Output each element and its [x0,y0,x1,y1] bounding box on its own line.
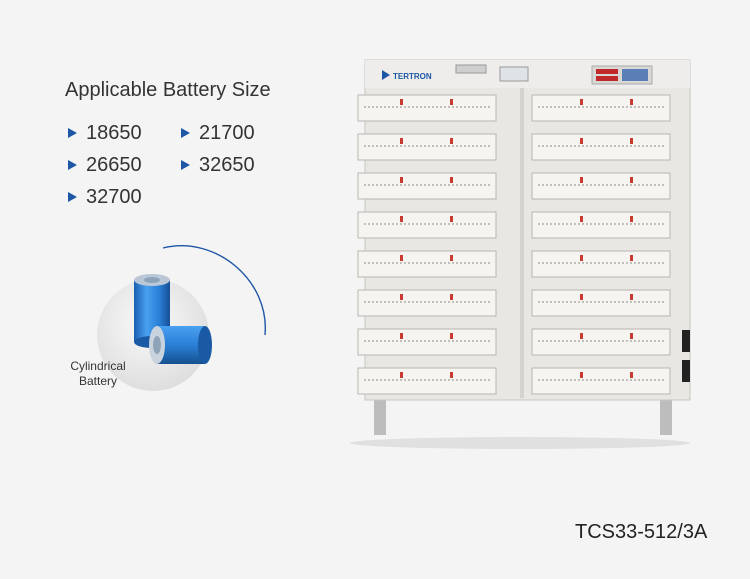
size-label: 18650 [86,122,142,144]
triangle-bullet-icon [68,192,77,202]
model-number: TCS33-512/3A [575,521,708,543]
size-label: 21700 [199,122,255,144]
tertron-logo-icon [382,70,390,80]
caption-line-2: Battery [78,374,117,388]
page-heading: Applicable Battery Size [65,79,271,101]
caption-line-1: Cylindrical [70,359,126,373]
size-label: 32650 [199,154,255,176]
triangle-bullet-icon [68,128,77,138]
brand-name: TERTRON [393,72,432,81]
battery-tester-cabinet-image: TERTRON [350,59,691,449]
triangle-bullet-icon [68,160,77,170]
size-item: 32700 [68,186,142,209]
triangle-bullet-icon [181,128,190,138]
cylindrical-battery-illustration [97,245,266,391]
size-label: 26650 [86,154,142,176]
size-item: 26650 [68,154,142,177]
size-item: 21700 [181,122,255,145]
triangle-bullet-icon [181,160,190,170]
size-item: 32650 [181,154,255,177]
size-label: 32700 [86,186,142,208]
size-item: 18650 [68,122,142,145]
